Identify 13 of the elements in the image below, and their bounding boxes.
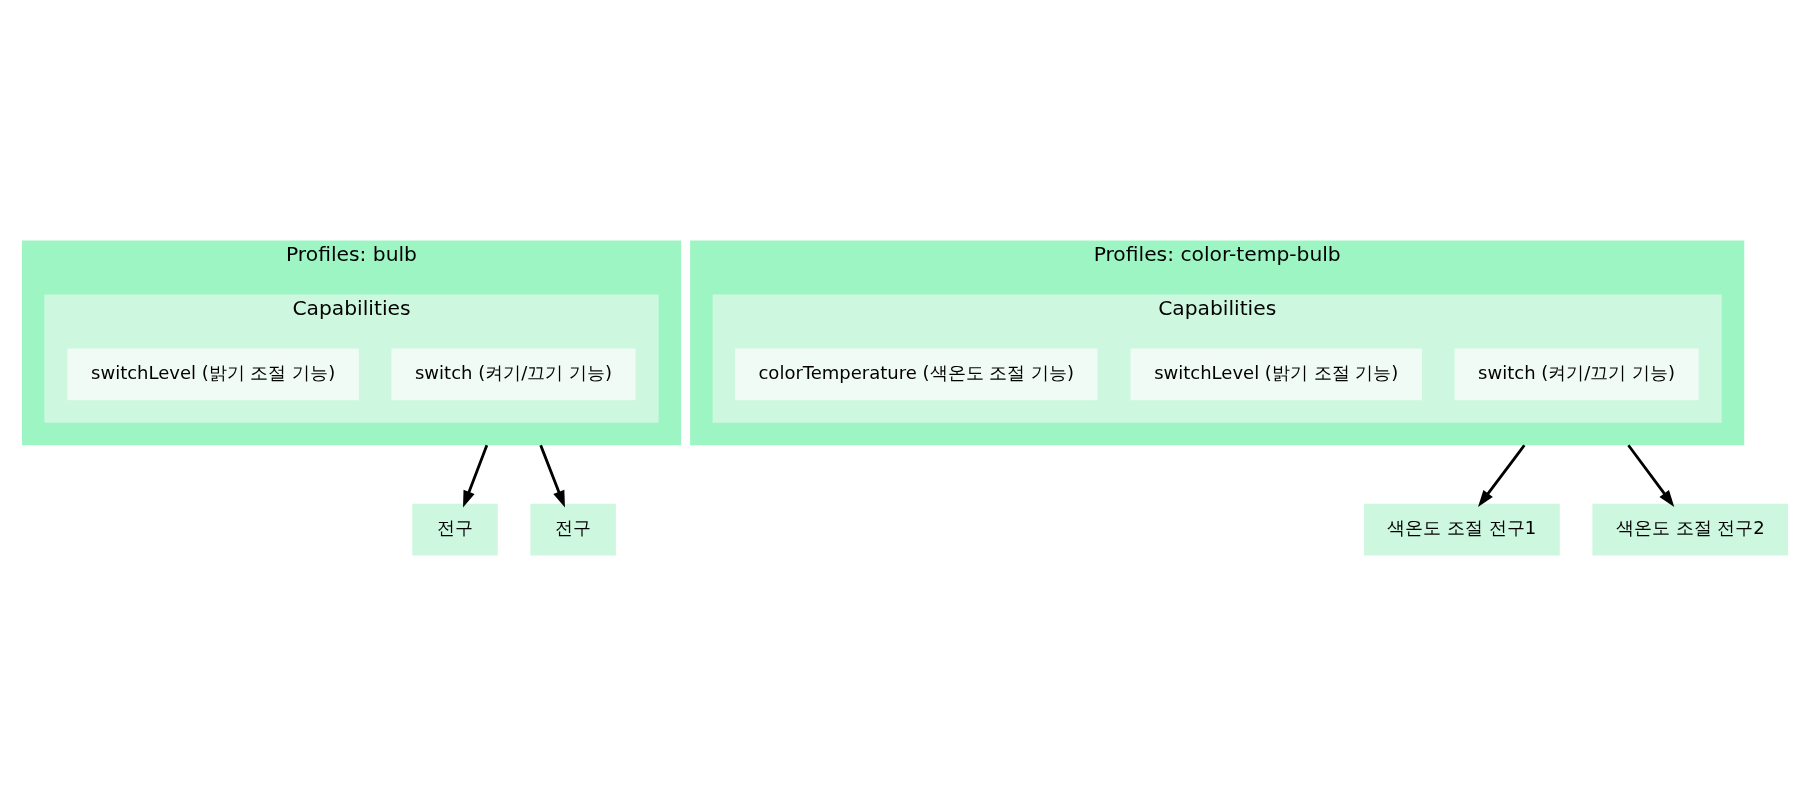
arrow [539, 444, 565, 508]
node-box: colorTemperature (색온도 조절 기능) [735, 348, 1098, 400]
arrow [1478, 443, 1526, 507]
node-box: switchLevel (밝기 조절 기능) [67, 348, 359, 400]
node-box: 전구 [530, 503, 616, 555]
arrow [1627, 443, 1675, 507]
node-box: 색온도 조절 전구1 [1364, 503, 1560, 555]
node-box: switch (켜기/끄기 기능) [1454, 348, 1699, 400]
node-box: 색온도 조절 전구2 [1592, 503, 1789, 555]
node-box: switchLevel (밝기 조절 기능) [1130, 348, 1422, 400]
arrow [463, 444, 489, 508]
node-box: 전구 [412, 503, 498, 555]
node-box: switch (켜기/끄기 기능) [391, 348, 636, 400]
